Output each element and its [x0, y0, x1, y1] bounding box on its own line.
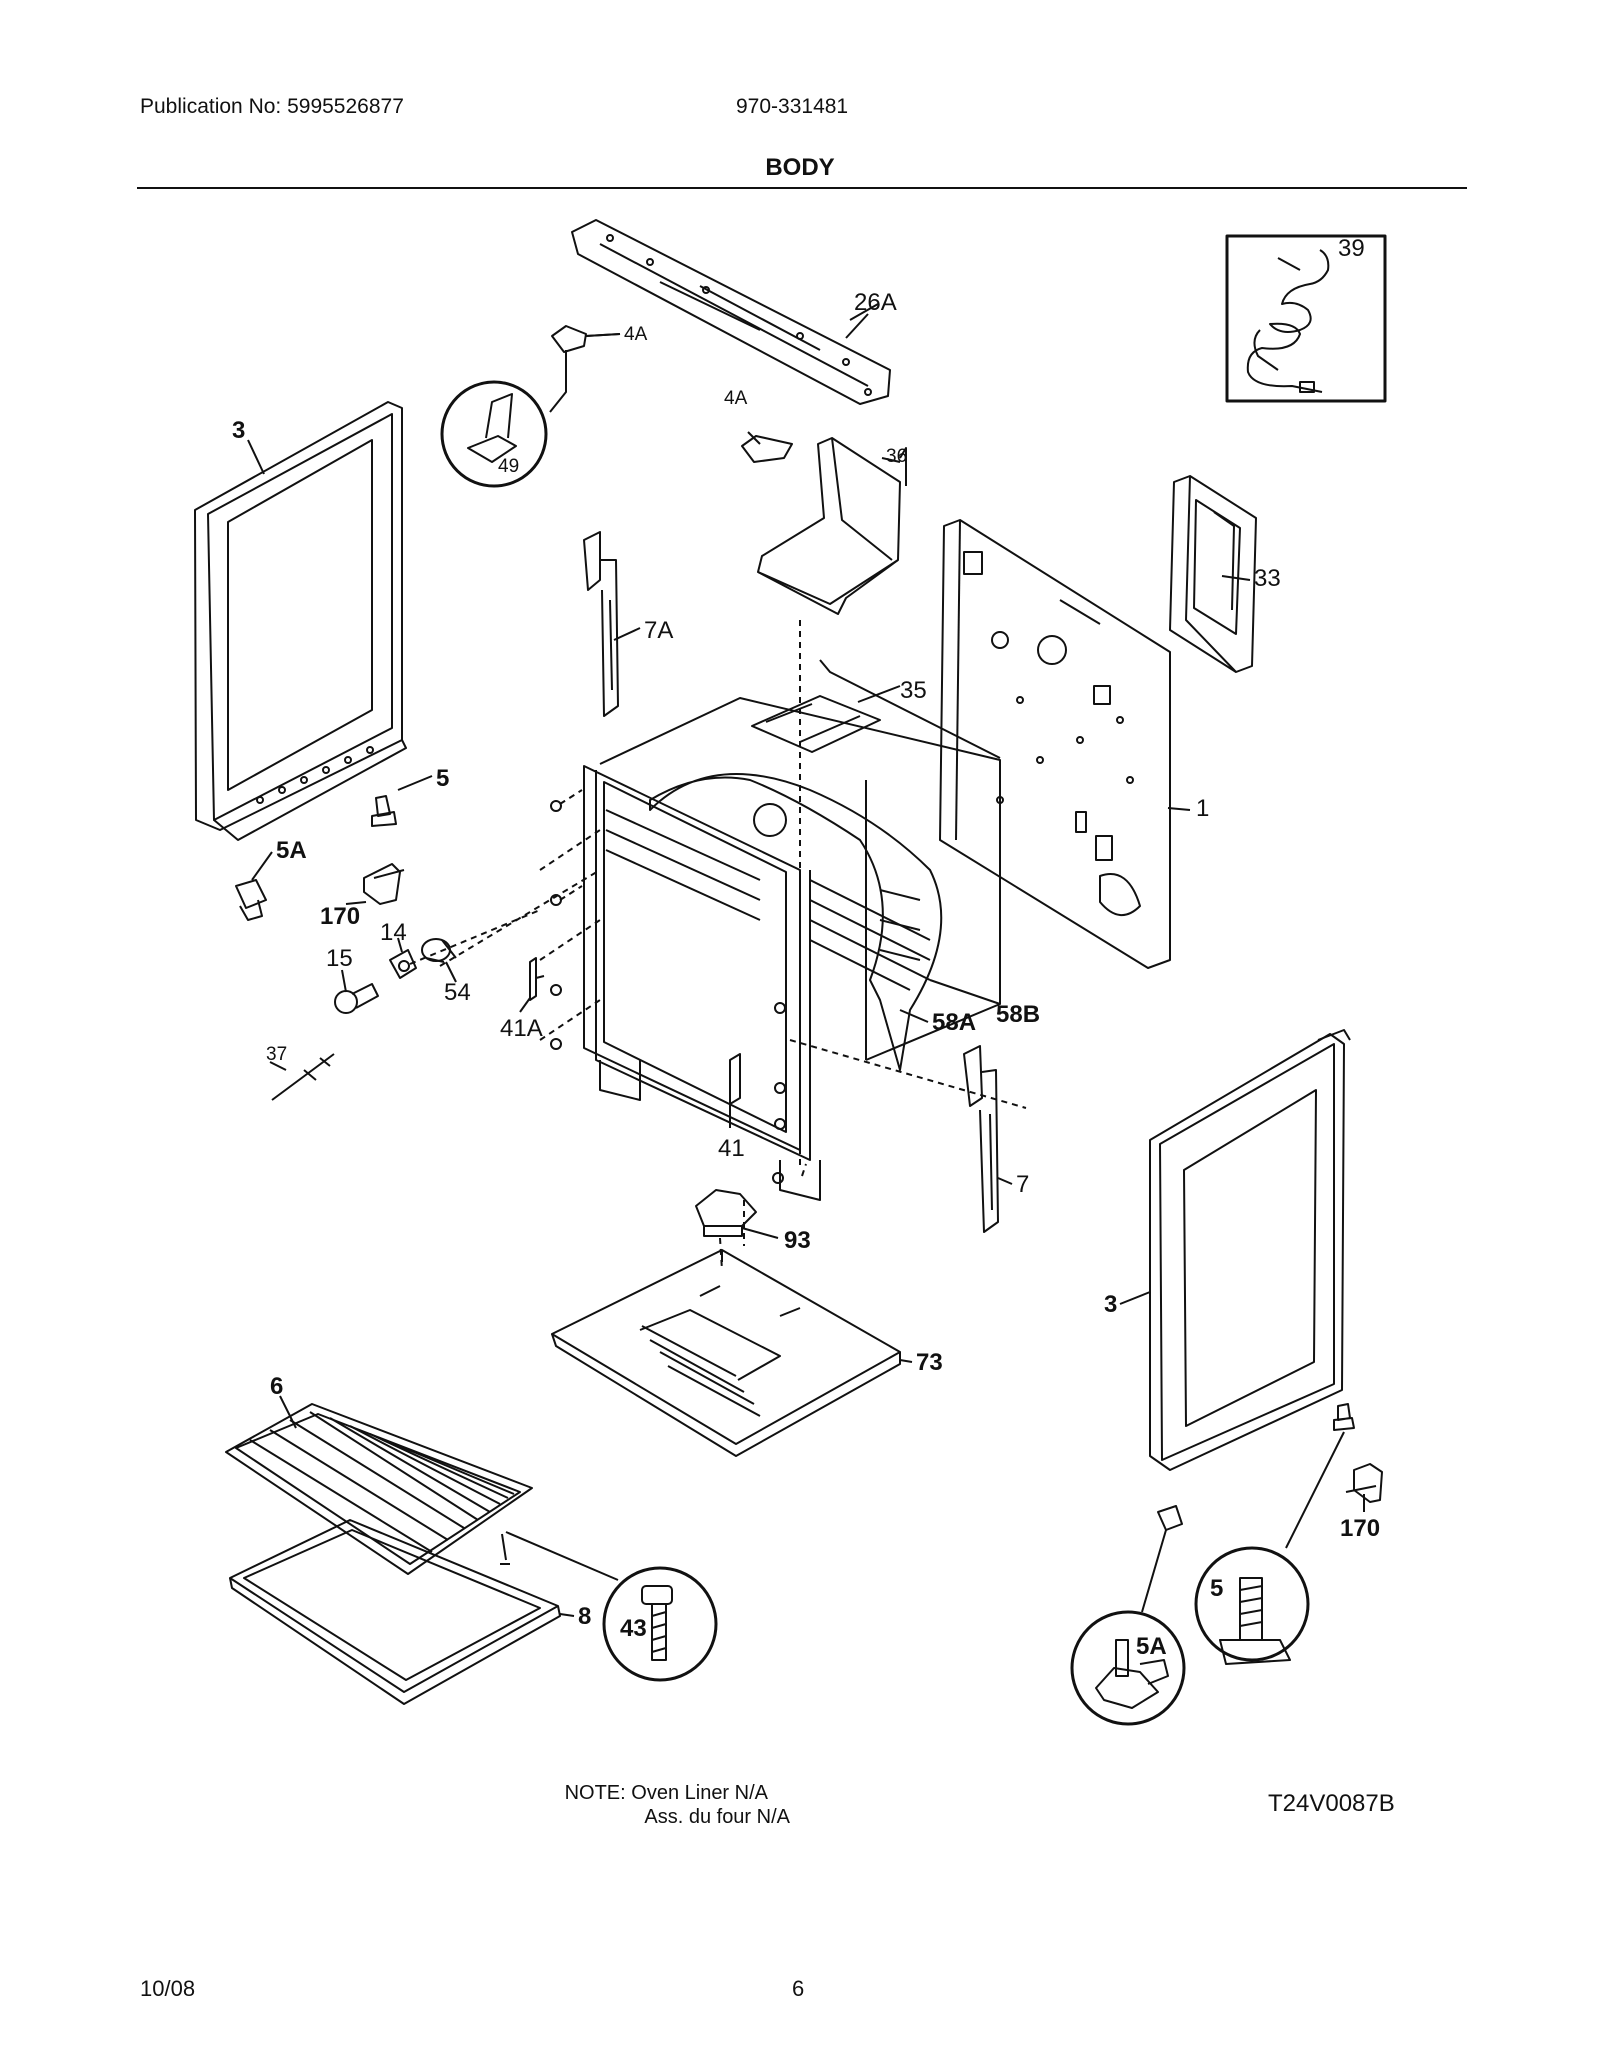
callout-41A: 41A — [500, 1015, 543, 1042]
left-side-panel-3 — [194, 401, 407, 841]
callout-41: 41 — [718, 1135, 745, 1162]
model-number: 970-331481 — [736, 95, 849, 118]
page-number: 6 — [792, 1976, 805, 2001]
lamp-lens-54 — [421, 938, 457, 963]
note-line-2: Ass. du four N/A — [644, 1806, 790, 1828]
detail-circle-43 — [602, 1566, 718, 1682]
callout-4A-mid: 4A — [724, 388, 748, 409]
bracket-41A — [529, 957, 545, 1001]
callout-43: 43 — [620, 1615, 647, 1642]
bracket-41 — [729, 1053, 741, 1105]
back-box-33 — [1169, 475, 1257, 673]
lamp-socket-14 — [389, 949, 417, 979]
callout-14: 14 — [380, 919, 407, 946]
page-title: BODY — [765, 154, 835, 181]
callout-93: 93 — [784, 1227, 811, 1254]
callout-170-right: 170 — [1340, 1515, 1380, 1542]
leveler-5-right — [1333, 1403, 1355, 1431]
leader-lines — [247, 257, 1365, 1617]
note-line-1: NOTE: Oven Liner N/A — [564, 1782, 768, 1804]
callout-5-right: 5 — [1210, 1575, 1223, 1602]
leveler-5-left — [371, 795, 397, 827]
drawer-8 — [229, 1519, 561, 1705]
body-screws — [550, 800, 786, 1184]
right-side-panel-3 — [1149, 1029, 1351, 1471]
callout-58A: 58A — [932, 1009, 976, 1036]
callout-39: 39 — [1338, 235, 1365, 262]
callout-54: 54 — [444, 979, 471, 1006]
pad-93 — [695, 1189, 757, 1237]
clip-4A-top — [549, 325, 621, 413]
callout-49: 49 — [498, 456, 519, 477]
callout-58B: 58B — [996, 1001, 1040, 1028]
lamp-bulb-15 — [334, 983, 379, 1014]
callout-1: 1 — [1196, 795, 1209, 822]
clip-4A-mid — [741, 435, 793, 463]
detail-circle-5A — [1070, 1610, 1186, 1726]
wire-37 — [271, 1053, 335, 1101]
callout-73: 73 — [916, 1349, 943, 1376]
vent-plate-35 — [751, 695, 881, 753]
callout-36: 36 — [886, 446, 907, 467]
bracket-170-left — [363, 863, 405, 905]
hinge-7A — [583, 531, 619, 717]
oven-rack-6 — [225, 1403, 533, 1575]
callout-3-right: 3 — [1104, 1291, 1117, 1318]
callout-7A: 7A — [644, 617, 673, 644]
callout-37: 37 — [266, 1044, 287, 1065]
bottom-panel-73 — [551, 1249, 901, 1457]
vent-duct-36 — [757, 437, 907, 615]
drawing-number: T24V0087B — [1268, 1790, 1395, 1817]
callout-4A-top: 4A — [624, 324, 648, 345]
callout-8: 8 — [578, 1603, 591, 1630]
callout-3-left: 3 — [232, 417, 245, 444]
power-cord-inset — [1225, 234, 1387, 403]
header-rule — [137, 187, 1467, 189]
callout-170-left: 170 — [320, 903, 360, 930]
bracket-170-right — [1345, 1463, 1383, 1503]
callout-6: 6 — [270, 1373, 283, 1400]
callout-5A-left: 5A — [276, 837, 307, 864]
oven-cavity — [583, 659, 1001, 1201]
screw-43 — [500, 1533, 510, 1565]
callout-33: 33 — [1254, 565, 1281, 592]
callout-26A: 26A — [854, 289, 897, 316]
back-panel-1 — [939, 519, 1171, 969]
callout-7: 7 — [1016, 1171, 1029, 1198]
leg-5A-left — [235, 879, 267, 921]
footer-date: 10/08 — [140, 1976, 196, 2001]
leg-5A-right — [1157, 1505, 1183, 1531]
callout-5A-right: 5A — [1136, 1633, 1167, 1660]
top-bracket-26A — [571, 219, 891, 405]
callout-15: 15 — [326, 945, 353, 972]
detail-circle-5 — [1194, 1546, 1310, 1665]
publication-number: Publication No: 5995526877 — [140, 95, 404, 118]
hinge-7 — [963, 1045, 999, 1233]
detail-circle-49 — [440, 380, 548, 488]
callout-5-left: 5 — [436, 765, 449, 792]
callout-35: 35 — [900, 677, 927, 704]
